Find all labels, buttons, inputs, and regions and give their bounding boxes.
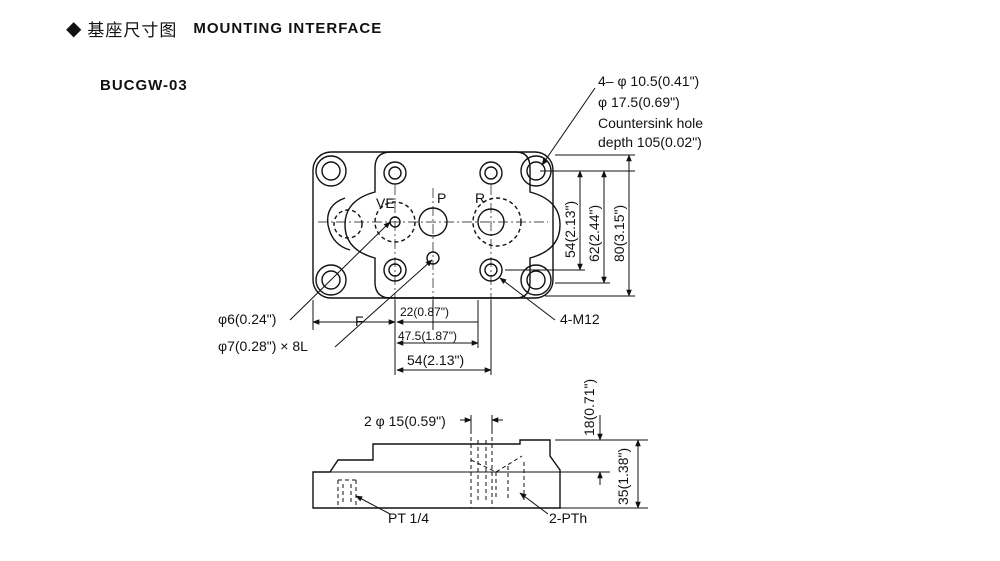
- model-label: BUCGW-03: [100, 77, 188, 94]
- small-hole-callout: φ6(0.24"): [218, 311, 276, 327]
- side-view-labels: 2 φ 15(0.59") 18(0.71") 35(1.38") PT 1/4…: [364, 379, 631, 526]
- corner-hole-br: [520, 264, 552, 296]
- dim-f: F: [355, 313, 364, 329]
- dim-54-vertical: 54(2.13"): [562, 201, 578, 258]
- dim-62-vertical: 62(2.44"): [586, 205, 602, 262]
- m12-hole-1: [383, 161, 407, 185]
- corner-hole-bl: [315, 264, 347, 296]
- top-view-labels: VE P R 4– φ 10.5(0.41") φ 17.5(0.69") Co…: [218, 73, 703, 368]
- corner-hole-tl: [315, 155, 347, 187]
- dim-54-horizontal: 54(2.13"): [407, 352, 464, 368]
- thread-callout: 4-M12: [560, 311, 600, 327]
- side-view: [312, 415, 648, 515]
- side-view-outline: [312, 439, 561, 509]
- hole-dia-callout: 4– φ 10.5(0.41"): [598, 73, 699, 89]
- pin-hole-callout: φ7(0.28") × 8L: [218, 338, 308, 354]
- port-label-p: P: [437, 190, 446, 206]
- diamond-bullet-icon: ◆: [66, 17, 82, 40]
- pth-thread-callout: 2-PTh: [549, 510, 587, 526]
- dim-18-vertical: 18(0.71"): [581, 379, 597, 436]
- countersink-dia-callout: φ 17.5(0.69"): [598, 94, 680, 110]
- dim-80-vertical: 80(3.15"): [611, 205, 627, 262]
- title-chinese: 基座尺寸图: [87, 21, 178, 40]
- left-lobe-circle: [333, 209, 363, 239]
- section-header: ◆ 基座尺寸图 MOUNTING INTERFACE: [66, 16, 382, 41]
- dim-22: 22(0.87"): [400, 305, 449, 319]
- dim-47-5: 47.5(1.87"): [398, 329, 457, 343]
- port-label-ve: VE: [376, 195, 395, 211]
- countersink-depth-callout: depth 105(0.02"): [598, 134, 702, 150]
- dim-35-vertical: 35(1.38"): [615, 448, 631, 505]
- left-lobe-outline: [326, 197, 351, 251]
- port-label-r: R: [475, 190, 485, 206]
- pt-thread-callout: PT 1/4: [388, 510, 429, 526]
- countersink-label: Countersink hole: [598, 115, 703, 131]
- title-english: MOUNTING INTERFACE: [193, 20, 383, 37]
- top-view: [289, 87, 635, 375]
- dim-2phi15: 2 φ 15(0.59"): [364, 413, 446, 429]
- m12-hole-2: [479, 161, 503, 185]
